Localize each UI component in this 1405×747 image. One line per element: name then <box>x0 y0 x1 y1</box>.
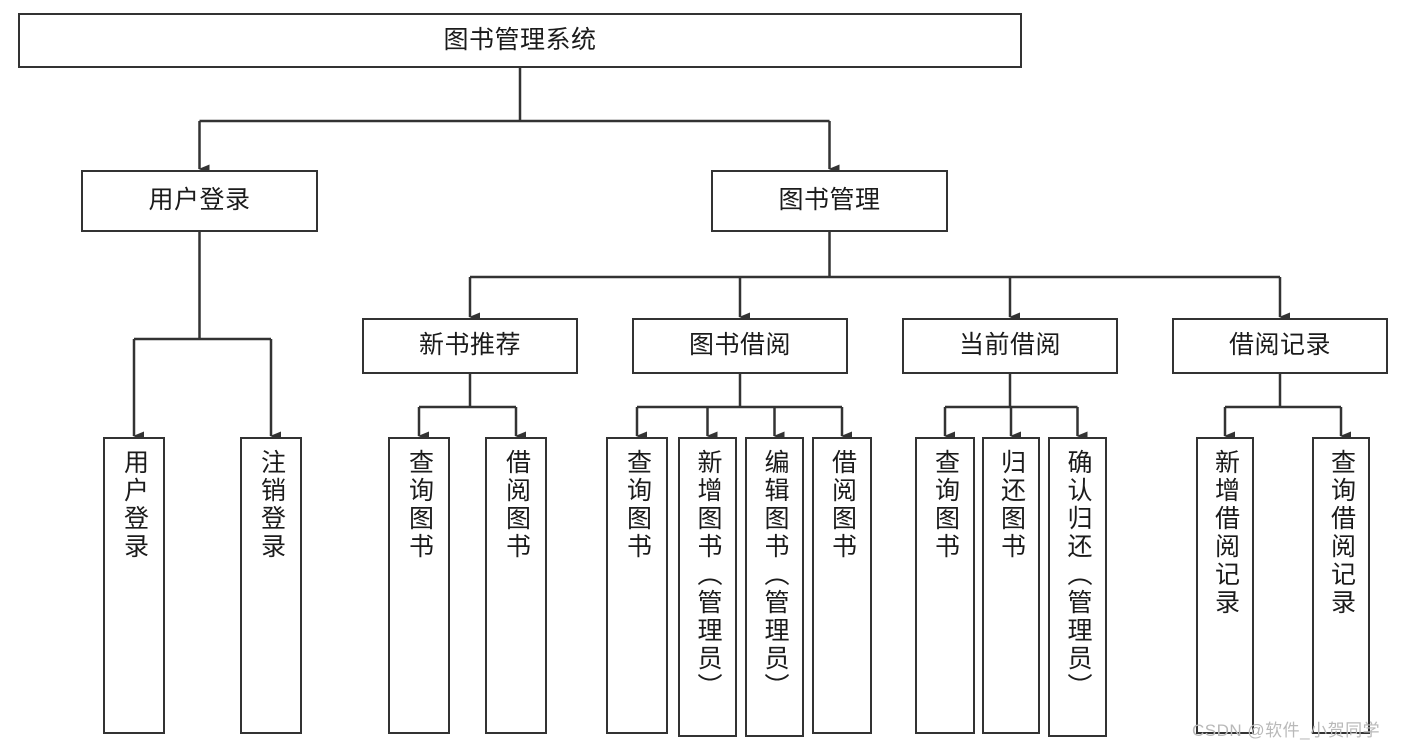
node-leaf-add-book-admin-label: 新增图书（管理员） <box>694 449 722 701</box>
node-leaf-borrow-book-1[interactable]: 借阅图书 <box>485 437 547 734</box>
node-leaf-query-borrow-record[interactable]: 查询借阅记录 <box>1312 437 1370 734</box>
node-leaf-return-book-label: 归还图书 <box>997 449 1026 561</box>
node-leaf-query-book-2[interactable]: 查询图书 <box>606 437 668 734</box>
node-leaf-query-book-1-label: 查询图书 <box>405 449 434 561</box>
node-new-book-recommend[interactable]: 新书推荐 <box>362 318 578 374</box>
node-leaf-confirm-return-admin[interactable]: 确认归还（管理员） <box>1048 437 1107 737</box>
node-leaf-edit-book-admin-label: 编辑图书（管理员） <box>761 449 789 701</box>
node-leaf-confirm-return-admin-label: 确认归还（管理员） <box>1064 449 1092 701</box>
node-root[interactable]: 图书管理系统 <box>18 13 1022 68</box>
node-leaf-user-login[interactable]: 用户登录 <box>103 437 165 734</box>
node-leaf-query-borrow-record-label: 查询借阅记录 <box>1327 449 1356 617</box>
node-leaf-borrow-book-2[interactable]: 借阅图书 <box>812 437 872 734</box>
node-book-borrow-label: 图书借阅 <box>688 331 791 360</box>
node-book-management[interactable]: 图书管理 <box>711 170 948 232</box>
node-leaf-query-book-2-label: 查询图书 <box>623 449 652 561</box>
node-leaf-logout-login[interactable]: 注销登录 <box>240 437 302 734</box>
node-book-borrow[interactable]: 图书借阅 <box>632 318 848 374</box>
node-leaf-query-book-3[interactable]: 查询图书 <box>915 437 975 734</box>
node-user-login[interactable]: 用户登录 <box>81 170 318 232</box>
node-leaf-logout-login-label: 注销登录 <box>257 449 286 561</box>
node-current-borrow-label: 当前借阅 <box>958 331 1061 360</box>
node-leaf-borrow-book-2-label: 借阅图书 <box>828 449 857 561</box>
node-user-login-label: 用户登录 <box>148 186 251 215</box>
node-root-label: 图书管理系统 <box>443 25 597 54</box>
csdn-watermark: CSDN @软件_小贺同学 <box>1192 721 1381 740</box>
node-leaf-query-book-1[interactable]: 查询图书 <box>388 437 450 734</box>
node-current-borrow[interactable]: 当前借阅 <box>902 318 1118 374</box>
node-book-management-label: 图书管理 <box>778 186 881 215</box>
node-leaf-add-book-admin[interactable]: 新增图书（管理员） <box>678 437 737 737</box>
node-leaf-edit-book-admin[interactable]: 编辑图书（管理员） <box>745 437 804 737</box>
node-leaf-borrow-book-1-label: 借阅图书 <box>502 449 531 561</box>
node-leaf-return-book[interactable]: 归还图书 <box>982 437 1040 734</box>
node-leaf-add-borrow-record-label: 新增借阅记录 <box>1211 449 1240 617</box>
node-new-book-recommend-label: 新书推荐 <box>418 331 521 360</box>
node-leaf-user-login-label: 用户登录 <box>120 449 149 561</box>
node-leaf-add-borrow-record[interactable]: 新增借阅记录 <box>1196 437 1254 734</box>
node-borrow-record-label: 借阅记录 <box>1228 331 1331 360</box>
node-leaf-query-book-3-label: 查询图书 <box>931 449 960 561</box>
node-borrow-record[interactable]: 借阅记录 <box>1172 318 1388 374</box>
